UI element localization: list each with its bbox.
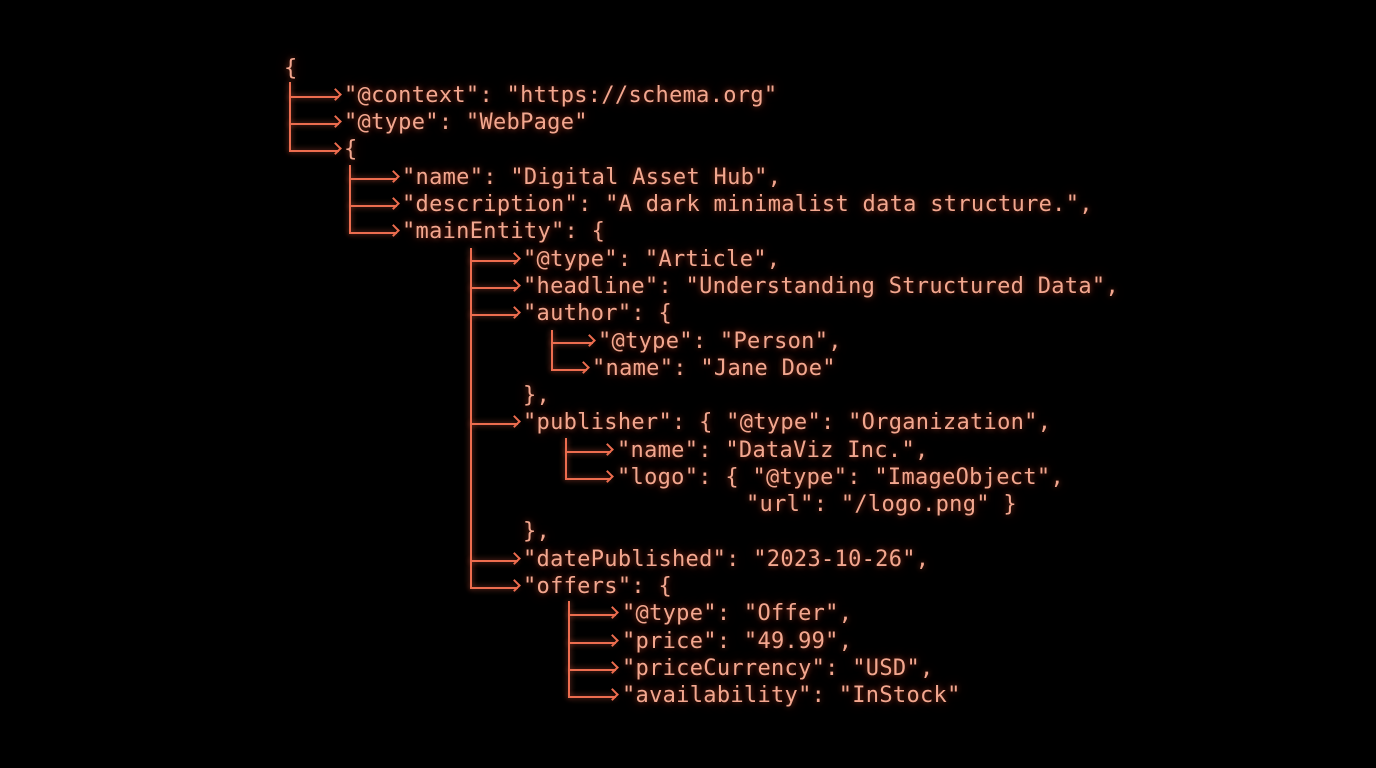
main-entity-entry: "mainEntity": { (402, 219, 606, 244)
arrow-icon (470, 560, 518, 562)
arrow-icon (568, 614, 616, 616)
publisher-name-entry: "name": "DataViz Inc.", (617, 438, 929, 463)
arrow-icon (289, 150, 339, 152)
arrow-icon (470, 314, 518, 316)
arrow-icon (349, 232, 397, 234)
offer-price-currency-entry: "priceCurrency": "USD", (622, 656, 934, 681)
arrow-icon (470, 287, 518, 289)
publisher-logo-entry: "logo": { "@type": "ImageObject", (617, 465, 1064, 490)
tree-connector-offers (568, 601, 570, 697)
arrow-icon (565, 478, 611, 480)
arrow-icon (289, 96, 339, 98)
arrow-icon (289, 123, 339, 125)
offer-type-entry: "@type": "Offer", (622, 601, 853, 626)
context-entry: "@context": "https://schema.org" (344, 83, 778, 108)
arrow-icon (349, 178, 397, 180)
author-entry: "author": { (523, 301, 672, 326)
tree-connector-author (551, 330, 553, 370)
publisher-entry: "publisher": { "@type": "Organization", (523, 410, 1052, 435)
offer-availability-entry: "availability": "InStock" (622, 683, 961, 708)
tree-connector-main-entity (470, 248, 472, 588)
root-open-brace: { (284, 56, 298, 81)
webpage-description-entry: "description": "A dark minimalist data s… (402, 192, 1093, 217)
tree-connector-publisher (565, 438, 567, 479)
arrow-icon (568, 696, 616, 698)
article-type-entry: "@type": "Article", (523, 247, 781, 272)
author-name-entry: "name": "Jane Doe" (592, 356, 836, 381)
publisher-logo-url-entry: "url": "/logo.png" } (746, 492, 1017, 517)
webpage-name-entry: "name": "Digital Asset Hub", (402, 165, 782, 190)
arrow-icon (565, 451, 611, 453)
offers-entry: "offers": { (523, 574, 672, 599)
arrow-icon (470, 587, 518, 589)
author-type-entry: "@type": "Person", (598, 329, 842, 354)
arrow-icon (568, 669, 616, 671)
headline-entry: "headline": "Understanding Structured Da… (523, 274, 1119, 299)
arrow-icon (470, 260, 518, 262)
type-entry: "@type": "WebPage" (344, 110, 588, 135)
arrow-icon (568, 642, 616, 644)
offer-price-entry: "price": "49.99", (622, 629, 853, 654)
arrow-icon (470, 423, 518, 425)
arrow-icon (551, 342, 593, 344)
author-close-brace: }, (523, 383, 551, 408)
tree-connector-webpage (349, 165, 351, 233)
publisher-close-brace: }, (523, 519, 551, 544)
arrow-icon (551, 369, 587, 371)
tree-connector-root (289, 82, 291, 151)
arrow-icon (349, 205, 397, 207)
nested-open-brace: { (344, 137, 358, 162)
date-published-entry: "datePublished": "2023-10-26", (523, 547, 930, 572)
